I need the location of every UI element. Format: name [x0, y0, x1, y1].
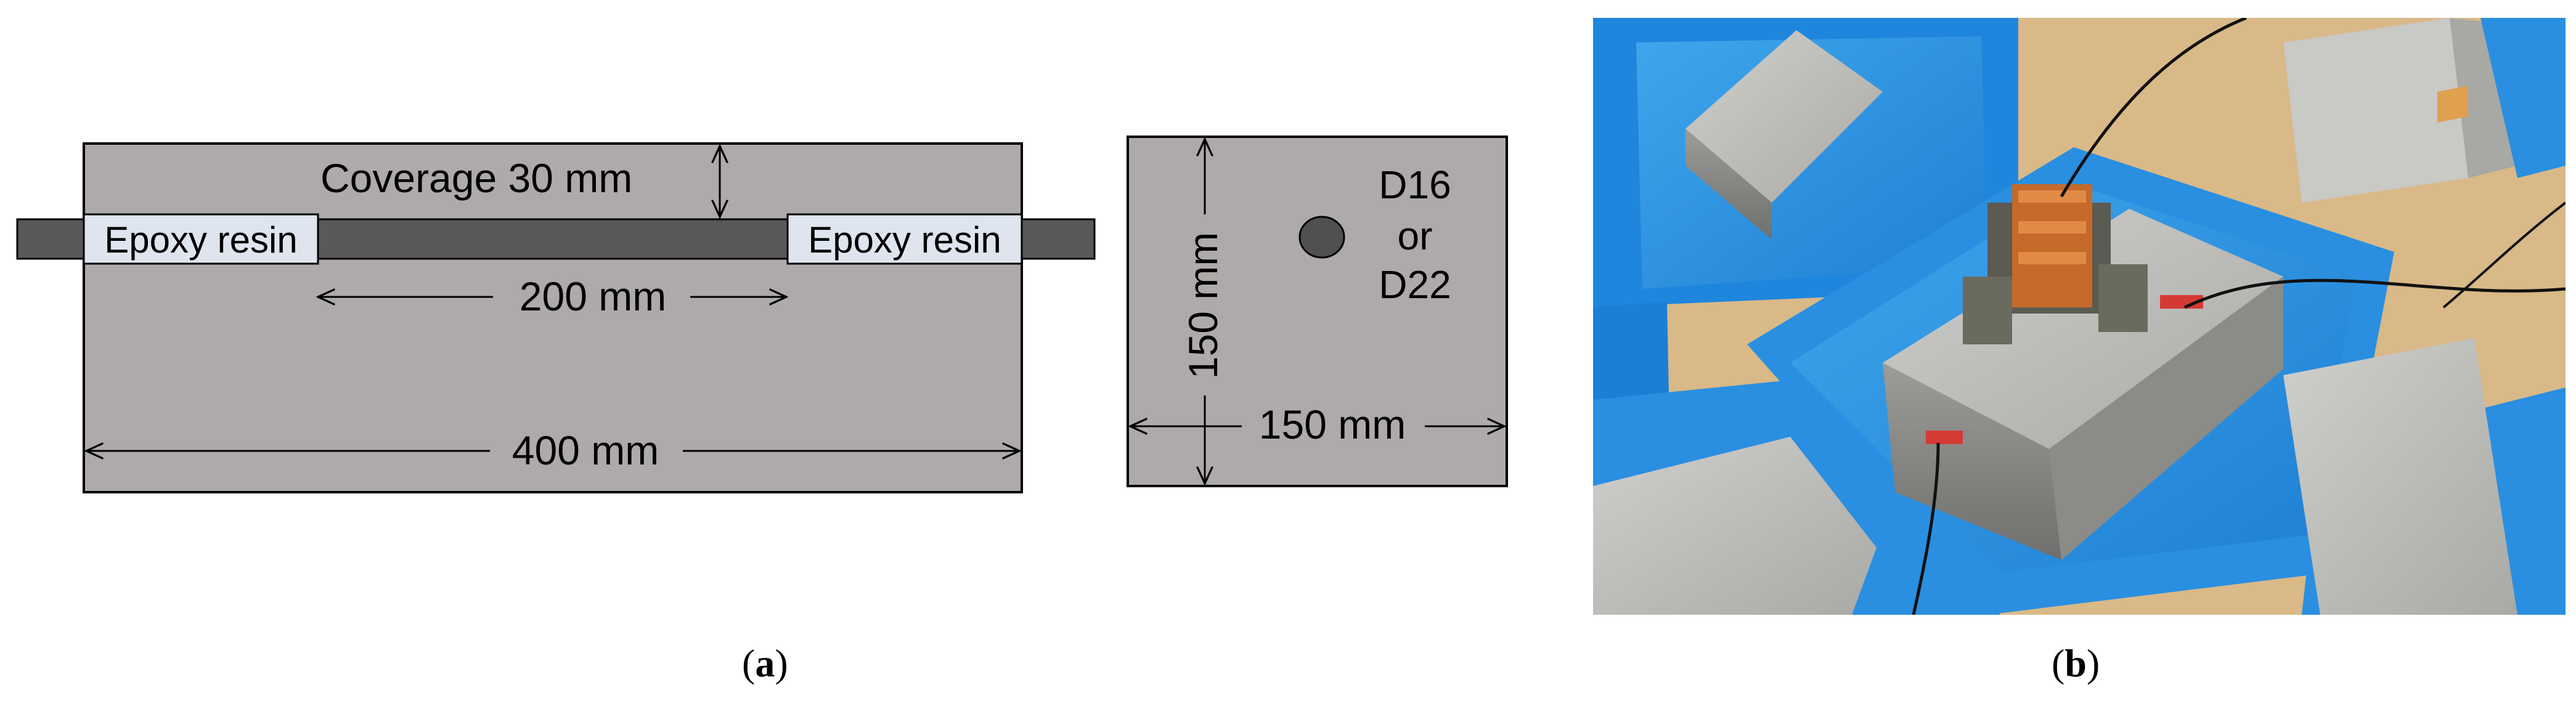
- caption-a-letter: a: [755, 641, 775, 685]
- epoxy-left-label: Epoxy resin: [104, 219, 297, 261]
- wire-1: [2060, 18, 2247, 198]
- coverage-label: Coverage 30 mm: [320, 155, 632, 201]
- central-specimen-side: [1883, 363, 2061, 560]
- bar-size-label-line1: D16: [1379, 163, 1451, 207]
- caption-a: (a): [742, 641, 788, 685]
- rebar-cross-section: [1298, 216, 1345, 259]
- total-length-label: 400 mm: [512, 427, 659, 473]
- tray-center: [1747, 147, 2394, 615]
- specimen-diagram: Epoxy resin Epoxy resin Coverage 30 mm 2…: [16, 136, 1508, 493]
- wire-3: [1912, 442, 1940, 615]
- wire-4: [2442, 201, 2566, 309]
- caption-b: (b): [2052, 641, 2100, 685]
- concrete-prism: [83, 142, 1023, 493]
- width-label: 150 mm: [1259, 402, 1406, 447]
- central-specimen-top: [1883, 209, 2283, 449]
- longitudinal-view: Epoxy resin Epoxy resin Coverage 30 mm 2…: [16, 142, 1096, 493]
- bar-size-label-line2: or: [1398, 214, 1433, 258]
- cross-section-view: D16 or D22 150 mm 150 mm: [1127, 136, 1508, 487]
- tray-bottom-right: [2283, 338, 2566, 615]
- tray-top-right: [2480, 18, 2566, 178]
- tray-top-left: [1593, 18, 2018, 307]
- height-label: 150 mm: [1180, 232, 1226, 379]
- bar-size-label-line3: D22: [1379, 262, 1451, 307]
- cross-section-square: [1127, 136, 1508, 487]
- caption-b-letter: b: [2064, 641, 2087, 685]
- inner-length-label: 200 mm: [520, 274, 666, 319]
- epoxy-left-coating: [83, 213, 319, 265]
- specimen-photograph: [1593, 18, 2566, 615]
- wire-2: [2183, 278, 2566, 309]
- epoxy-right-label: Epoxy resin: [808, 219, 1001, 261]
- epoxy-right-coating: [786, 213, 1023, 265]
